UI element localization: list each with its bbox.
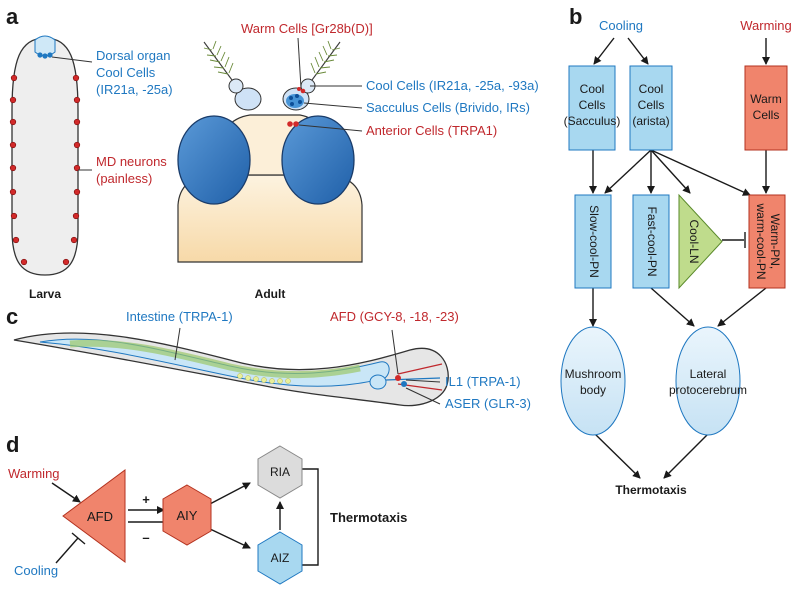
cool-cells-label: Cool Cells (IR21a, -25a, -93a) <box>366 78 539 93</box>
larva-illustration <box>9 35 93 276</box>
b-slow-cool-pn: Slow-cool-PN <box>574 194 612 289</box>
dorsal-organ-label-3: (IR21a, -25a) <box>96 82 173 97</box>
anterior-cells-label: Anterior Cells (TRPA1) <box>366 123 497 138</box>
lateral-protocerebrum-line-1: Lateral <box>690 367 727 381</box>
d-ria-label: RIA <box>270 465 290 479</box>
d-plus-sign: + <box>142 492 150 507</box>
cool-sacculus-line-2: Cells <box>579 98 606 112</box>
b-cool-cells-arista: Cool Cells (arista) <box>629 65 673 151</box>
b-warming-label: Warming <box>740 18 792 33</box>
d-aiz-node: AIZ <box>257 531 303 585</box>
d-afd-node: AFD <box>62 469 126 563</box>
adult-head-illustration <box>177 37 363 263</box>
panel-label-a: a <box>6 4 19 29</box>
d-warming-label: Warming <box>8 466 60 481</box>
sacculus-cells-label: Sacculus Cells (Brivido, IRs) <box>366 100 530 115</box>
md-neurons-label-2: (painless) <box>96 171 152 186</box>
d-aiz-label: AIZ <box>271 551 290 565</box>
il1-label: IL1 (TRPA-1) <box>445 374 521 389</box>
b-warm-cells: Warm Cells <box>744 65 788 151</box>
warm-pn-line-1: Warm-PN, <box>768 214 782 270</box>
b-cool-cells-sacculus: Cool Cells (Sacculus) <box>564 65 621 151</box>
b-arrows <box>589 37 770 479</box>
adult-label: Adult <box>255 287 286 301</box>
warm-cells-line-2: Cells <box>753 108 780 122</box>
cool-sacculus-line-1: Cool <box>580 82 605 96</box>
fast-cool-pn-label: Fast-cool-PN <box>645 206 659 276</box>
cool-arista-line-3: (arista) <box>632 114 669 128</box>
cool-arista-line-1: Cool <box>639 82 664 96</box>
b-fast-cool-pn: Fast-cool-PN <box>632 194 670 289</box>
panel-label-b: b <box>569 4 582 29</box>
d-ria-node: RIA <box>257 445 303 499</box>
panel-label-d: d <box>6 432 19 457</box>
b-cool-ln: Cool-LN <box>678 193 723 290</box>
worm-illustration <box>13 327 449 407</box>
md-neurons-label-1: MD neurons <box>96 154 167 169</box>
cool-ln-label: Cool-LN <box>687 219 701 263</box>
afd-gcy-label: AFD (GCY-8, -18, -23) <box>330 309 459 324</box>
larva-label: Larva <box>29 287 61 301</box>
panel-label-c: c <box>6 304 18 329</box>
slow-cool-pn-label: Slow-cool-PN <box>587 205 601 278</box>
mushroom-body-line-1: Mushroom <box>565 367 622 381</box>
warm-pn-line-2: warm-cool-PN <box>754 202 768 279</box>
dorsal-organ-label-2: Cool Cells <box>96 65 156 80</box>
d-afd-label: AFD <box>87 509 113 524</box>
cool-sacculus-line-3: (Sacculus) <box>564 114 621 128</box>
warm-cells-label: Warm Cells [Gr28b(D)] <box>241 21 373 36</box>
intestine-label: Intestine (TRPA-1) <box>126 309 233 324</box>
d-cooling-label: Cooling <box>14 563 58 578</box>
d-aiy-node: AIY <box>162 484 212 546</box>
d-aiy-label: AIY <box>177 508 198 523</box>
aser-label: ASER (GLR-3) <box>445 396 531 411</box>
b-cooling-label: Cooling <box>599 18 643 33</box>
mushroom-body-line-2: body <box>580 383 606 397</box>
b-mushroom-body: Mushroom body <box>560 326 626 436</box>
b-warm-pn: Warm-PN, warm-cool-PN <box>748 194 786 289</box>
d-thermotaxis-label: Thermotaxis <box>330 510 407 525</box>
cool-arista-line-2: Cells <box>638 98 665 112</box>
dorsal-organ-label-1: Dorsal organ <box>96 48 170 63</box>
lateral-protocerebrum-line-2: protocerebrum <box>669 383 747 397</box>
d-minus-sign: – <box>142 530 149 545</box>
b-lateral-protocerebrum: Lateral protocerebrum <box>669 326 747 436</box>
b-thermotaxis-label: Thermotaxis <box>615 483 687 497</box>
warm-cells-line-1: Warm <box>750 92 782 106</box>
